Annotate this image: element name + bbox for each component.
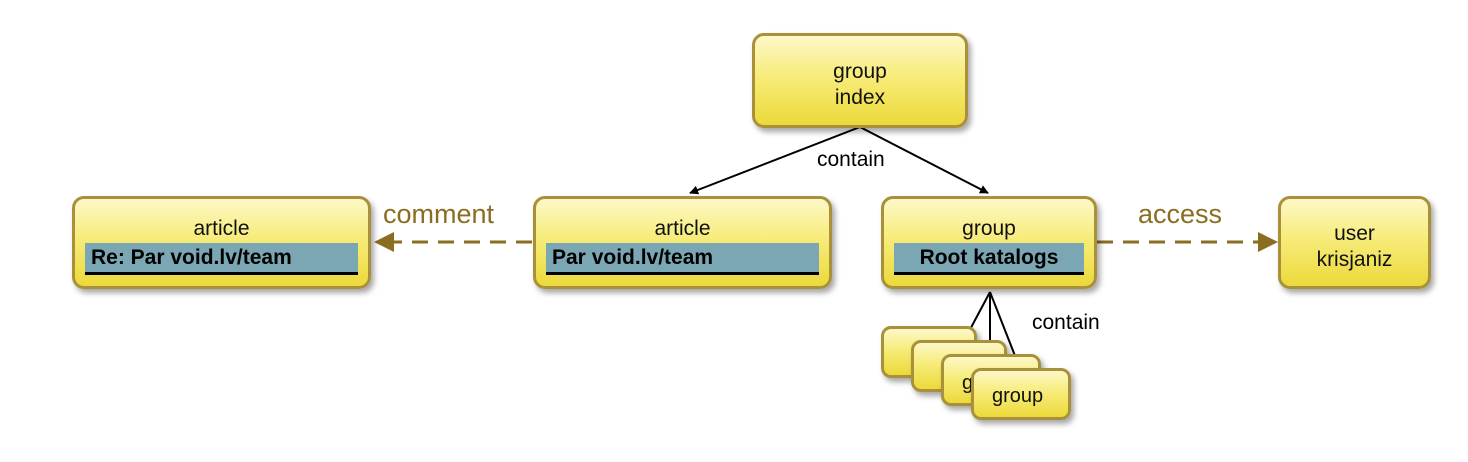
node-name-highlight: Root katalogs xyxy=(894,243,1084,275)
edge-contain-to-article xyxy=(689,126,861,195)
node-name-highlight: Re: Par void.lv/team xyxy=(85,243,358,275)
edge-label-contain-top: contain xyxy=(817,148,885,171)
edge-contain-sub-3 xyxy=(989,291,1021,367)
node-kind-label: group xyxy=(833,60,887,83)
node-group-root-katalogs[interactable]: group Root katalogs xyxy=(881,196,1097,289)
node-kind-label: group xyxy=(962,217,1016,240)
node-article-reply[interactable]: article Re: Par void.lv/team xyxy=(72,196,371,289)
node-name-label: index xyxy=(834,86,886,109)
node-user-krisjaniz[interactable]: user krisjaniz xyxy=(1278,196,1431,289)
node-name-highlight: Par void.lv/team xyxy=(546,243,819,275)
edge-label-comment: comment xyxy=(383,199,495,229)
node-kind-label: group xyxy=(992,385,1044,407)
node-kind-label: article xyxy=(193,217,250,240)
edge-label-access: access xyxy=(1138,199,1223,229)
edge-label-contain-bottom: contain xyxy=(1032,311,1100,334)
node-kind-label: article xyxy=(654,217,711,240)
node-group-index[interactable]: group index xyxy=(752,33,968,128)
node-kind-label: user xyxy=(1334,222,1375,245)
node-group-stacked-4[interactable]: group xyxy=(971,368,1071,420)
edge-contain-to-group xyxy=(859,126,989,194)
node-article-main[interactable]: article Par void.lv/team xyxy=(533,196,832,289)
node-name-label: krisjaniz xyxy=(1316,248,1393,271)
